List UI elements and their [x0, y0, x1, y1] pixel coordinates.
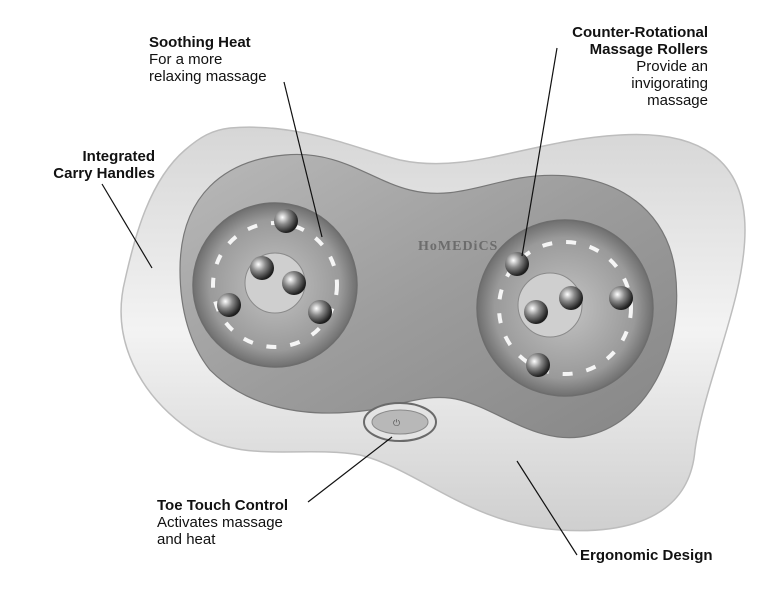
- right-massage-rollers: [505, 252, 633, 377]
- roller-ball: [274, 209, 298, 233]
- callout-description: and heat: [157, 531, 216, 548]
- callout-title: Counter-Rotational: [572, 24, 708, 41]
- leader-soothing-heat: [283, 81, 323, 238]
- leader-rollers: [521, 47, 558, 257]
- callout-title: Soothing Heat: [149, 34, 251, 51]
- callout-carry-handles: Integrated Carry Handles: [53, 148, 155, 182]
- roller-ball: [282, 271, 306, 295]
- callout-title: Carry Handles: [53, 165, 155, 182]
- leader-toe-touch: [307, 436, 393, 503]
- leader-handles: [101, 183, 153, 269]
- brand-logo: HoMEDiCS: [418, 239, 498, 254]
- callout-ergonomic-design: Ergonomic Design: [580, 547, 713, 564]
- left-massage-rollers: [217, 209, 332, 324]
- callout-description: Provide an: [636, 58, 708, 75]
- callout-soothing-heat: Soothing Heat For a more relaxing massag…: [149, 34, 267, 85]
- callout-description: relaxing massage: [149, 68, 267, 85]
- roller-ball: [308, 300, 332, 324]
- leader-ergonomic: [516, 460, 578, 556]
- leader-lines: [101, 47, 578, 556]
- toe-touch-control-button[interactable]: ⏻: [363, 402, 437, 442]
- right-heat-ring: [497, 240, 633, 376]
- left-foot-well: [192, 202, 358, 368]
- callout-description: invigorating: [631, 75, 708, 92]
- callout-massage-rollers: Counter-Rotational Massage Rollers Provi…: [572, 24, 708, 109]
- callout-title: Toe Touch Control: [157, 497, 289, 514]
- callout-description: massage: [647, 92, 708, 109]
- roller-ball: [217, 293, 241, 317]
- roller-ball: [524, 300, 548, 324]
- roller-ball: [559, 286, 583, 310]
- roller-ball: [526, 353, 550, 377]
- power-icon: ⏻: [393, 418, 400, 429]
- callout-description: For a more: [149, 51, 223, 68]
- callout-title: Ergonomic Design: [580, 547, 713, 564]
- roller-ball: [250, 256, 274, 280]
- callout-toe-touch-control: Toe Touch Control Activates massage and …: [157, 497, 288, 548]
- roller-ball: [609, 286, 633, 310]
- callout-description: Activates massage: [157, 514, 283, 531]
- callout-title: Integrated: [82, 148, 155, 165]
- callout-title: Massage Rollers: [589, 41, 708, 58]
- roller-ball: [505, 252, 529, 276]
